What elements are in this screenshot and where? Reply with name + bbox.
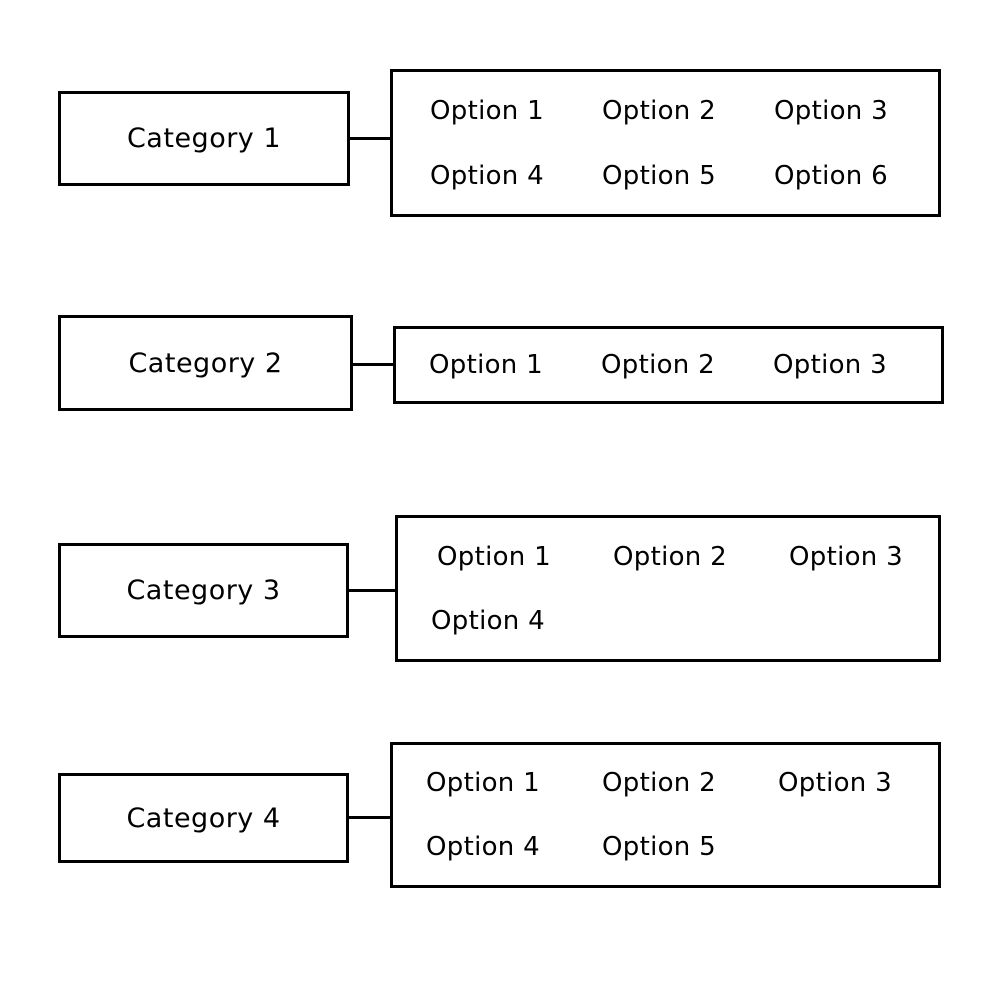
connector-line-3 xyxy=(349,589,396,592)
option-item[interactable]: Option 1 xyxy=(429,350,543,380)
option-item[interactable]: Option 3 xyxy=(789,541,903,572)
options-line: Option 4 Option 5 xyxy=(426,815,971,879)
options-panel-1: Option 1 Option 2 Option 3 Option 4 Opti… xyxy=(390,69,941,217)
options-line: Option 1 Option 2 Option 3 xyxy=(430,78,975,143)
connector-line-2 xyxy=(352,363,394,366)
options-grid-2: Option 1 Option 2 Option 3 xyxy=(396,329,974,401)
category-box-2[interactable]: Category 2 xyxy=(58,315,353,411)
options-line: Option 4 xyxy=(431,589,971,653)
options-grid-3: Option 1 Option 2 Option 3 Option 4 xyxy=(398,518,971,659)
option-item[interactable]: Option 3 xyxy=(778,768,892,798)
option-item[interactable]: Option 6 xyxy=(774,160,888,191)
option-item[interactable]: Option 4 xyxy=(430,160,544,191)
options-panel-3: Option 1 Option 2 Option 3 Option 4 xyxy=(395,515,941,662)
option-item[interactable]: Option 5 xyxy=(602,160,716,191)
options-line: Option 4 Option 5 Option 6 xyxy=(430,143,975,208)
option-item[interactable]: Option 2 xyxy=(602,768,716,798)
option-item[interactable]: Option 1 xyxy=(430,95,544,126)
connector-line-4 xyxy=(349,816,391,819)
options-panel-4: Option 1 Option 2 Option 3 Option 4 Opti… xyxy=(390,742,941,888)
option-item[interactable]: Option 1 xyxy=(426,768,540,798)
option-item[interactable]: Option 2 xyxy=(601,350,715,380)
option-item[interactable]: Option 5 xyxy=(602,832,716,862)
connector-line-1 xyxy=(350,137,391,140)
option-item[interactable]: Option 2 xyxy=(602,95,716,126)
category-label-3: Category 3 xyxy=(126,575,281,606)
options-line: Option 1 Option 2 Option 3 xyxy=(429,329,974,401)
category-label-1: Category 1 xyxy=(126,123,282,154)
category-box-3[interactable]: Category 3 xyxy=(58,543,349,638)
category-label-4: Category 4 xyxy=(126,802,281,834)
option-item[interactable]: Option 4 xyxy=(431,605,545,636)
category-label-2: Category 2 xyxy=(128,347,283,379)
option-item[interactable]: Option 1 xyxy=(437,541,551,572)
category-box-4[interactable]: Category 4 xyxy=(58,773,349,863)
options-grid-4: Option 1 Option 2 Option 3 Option 4 Opti… xyxy=(393,745,971,885)
option-item[interactable]: Option 3 xyxy=(774,95,888,126)
option-item[interactable]: Option 3 xyxy=(773,350,887,380)
option-item[interactable]: Option 2 xyxy=(613,541,727,572)
options-line: Option 1 Option 2 Option 3 xyxy=(426,751,971,815)
options-panel-2: Option 1 Option 2 Option 3 xyxy=(393,326,944,404)
options-grid-1: Option 1 Option 2 Option 3 Option 4 Opti… xyxy=(393,72,975,214)
category-box-1[interactable]: Category 1 xyxy=(58,91,350,186)
option-item[interactable]: Option 4 xyxy=(426,832,540,862)
options-line: Option 1 Option 2 Option 3 xyxy=(431,525,971,589)
